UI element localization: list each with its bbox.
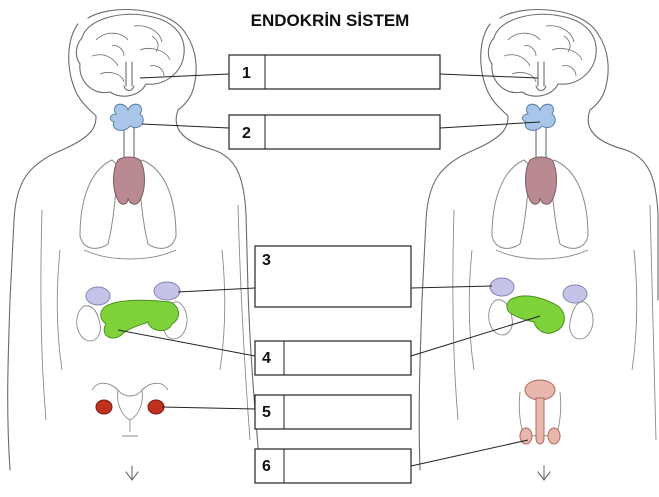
right-brain <box>488 14 596 96</box>
leader-5-left <box>162 407 255 409</box>
right-penis <box>536 398 544 444</box>
answer-box-4-number: 4 <box>262 350 271 367</box>
answer-box-5[interactable]: 5 <box>255 395 411 429</box>
left-brain <box>76 14 184 96</box>
right-thymus <box>526 157 557 204</box>
right-pancreas <box>507 296 564 333</box>
left-diaphragm <box>84 250 176 259</box>
left-ovary-right <box>148 400 164 414</box>
leader-4-left <box>118 330 255 356</box>
right-diaphragm <box>496 250 588 259</box>
answer-box-5-number: 5 <box>262 404 271 421</box>
leader-6-right <box>411 440 528 466</box>
left-kidney-left <box>77 306 101 341</box>
answer-box-1[interactable]: 1 <box>229 55 440 89</box>
answer-box-6[interactable]: 6 <box>255 449 411 483</box>
right-adrenal-right <box>563 285 587 303</box>
right-kidney-right <box>570 302 593 339</box>
left-pancreas <box>101 300 179 338</box>
diagram-title: ENDOKRİN SİSTEM <box>251 11 410 30</box>
left-adrenal-right <box>154 282 180 300</box>
answer-box-2-number: 2 <box>242 125 251 142</box>
left-thymus <box>114 157 145 204</box>
right-thyroid <box>522 104 555 130</box>
leader-4-right <box>411 316 540 356</box>
right-testis-right <box>548 428 560 444</box>
right-lung-left <box>492 160 530 248</box>
answer-box-4[interactable]: 4 <box>255 341 411 375</box>
left-thyroid <box>110 104 143 130</box>
answer-box-2[interactable]: 2 <box>229 115 440 149</box>
right-adrenal-left <box>490 278 514 296</box>
left-figure-symbol <box>126 466 138 480</box>
left-adrenal-left <box>86 287 110 305</box>
answer-box-3[interactable]: 3 <box>255 246 411 307</box>
left-ovary-left <box>96 400 112 414</box>
leader-2-left <box>142 124 229 128</box>
left-lung-left <box>80 160 118 248</box>
answer-box-6-number: 6 <box>262 458 271 475</box>
answer-box-3-number: 3 <box>262 252 271 269</box>
right-bladder <box>525 380 555 400</box>
right-body-figure <box>419 10 658 480</box>
leader-3-left <box>178 288 255 292</box>
answer-box-1-number: 1 <box>242 65 251 82</box>
right-figure-symbol <box>538 466 550 480</box>
left-body-figure <box>8 10 260 480</box>
